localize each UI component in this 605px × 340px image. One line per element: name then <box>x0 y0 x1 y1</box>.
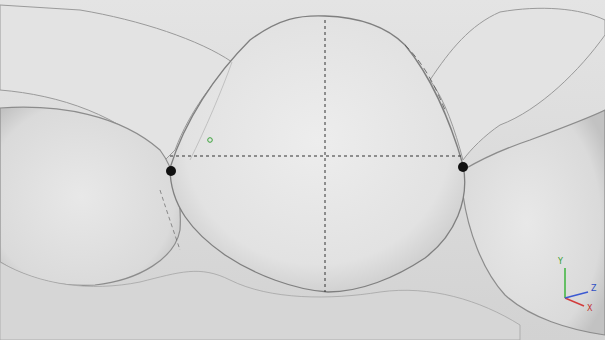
contact-point <box>458 162 468 172</box>
horizontal-axis-line <box>170 156 463 157</box>
central-tooth <box>170 16 465 292</box>
vertical-axis-line <box>325 20 326 292</box>
left-tooth <box>0 107 180 285</box>
right-tooth <box>463 110 605 335</box>
margin-mark <box>405 45 445 110</box>
margin-mark <box>160 190 180 250</box>
marker-point <box>208 138 213 143</box>
contact-point <box>166 166 176 176</box>
axis-label: Z <box>591 285 596 293</box>
surface-ridge <box>190 62 232 160</box>
axis-label: Y <box>558 258 563 266</box>
x-axis-arrow <box>565 298 584 306</box>
y-axis-arrow <box>564 268 566 298</box>
z-axis-arrow <box>565 292 588 298</box>
axis-label: X <box>587 305 592 313</box>
